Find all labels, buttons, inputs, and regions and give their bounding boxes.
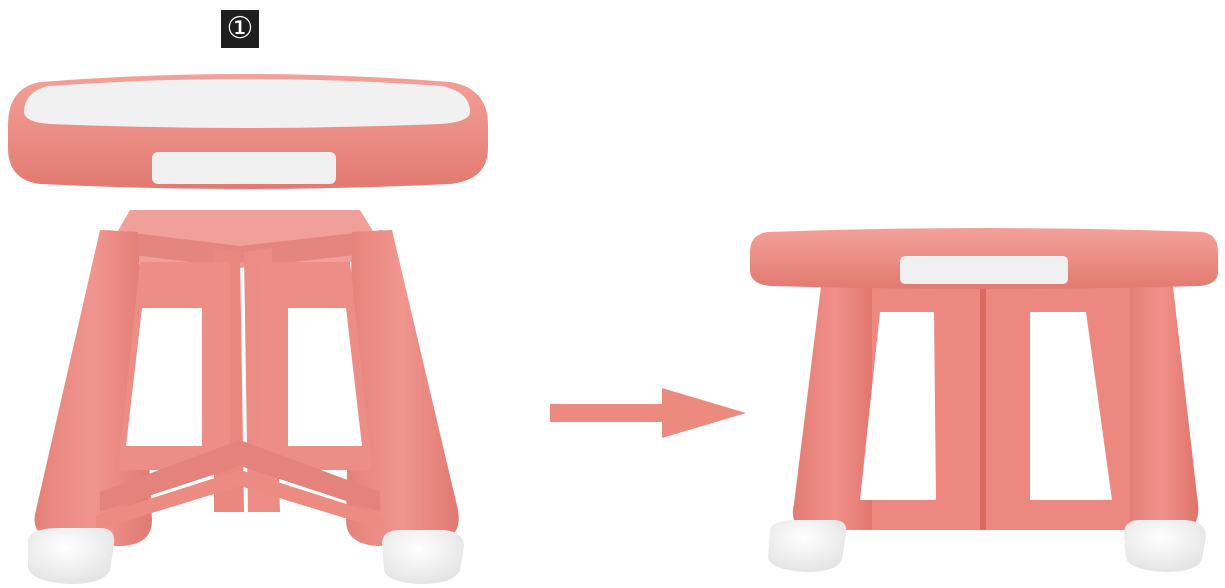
- right-arrow-icon: [550, 388, 746, 438]
- stool-disassembled: [8, 74, 488, 584]
- seat: [8, 74, 488, 189]
- seat-handle: [900, 256, 1068, 284]
- stool-assembled: [750, 228, 1218, 572]
- foot-caps: [28, 528, 464, 584]
- leg-frame: [35, 210, 459, 546]
- seat-handle: [152, 152, 336, 184]
